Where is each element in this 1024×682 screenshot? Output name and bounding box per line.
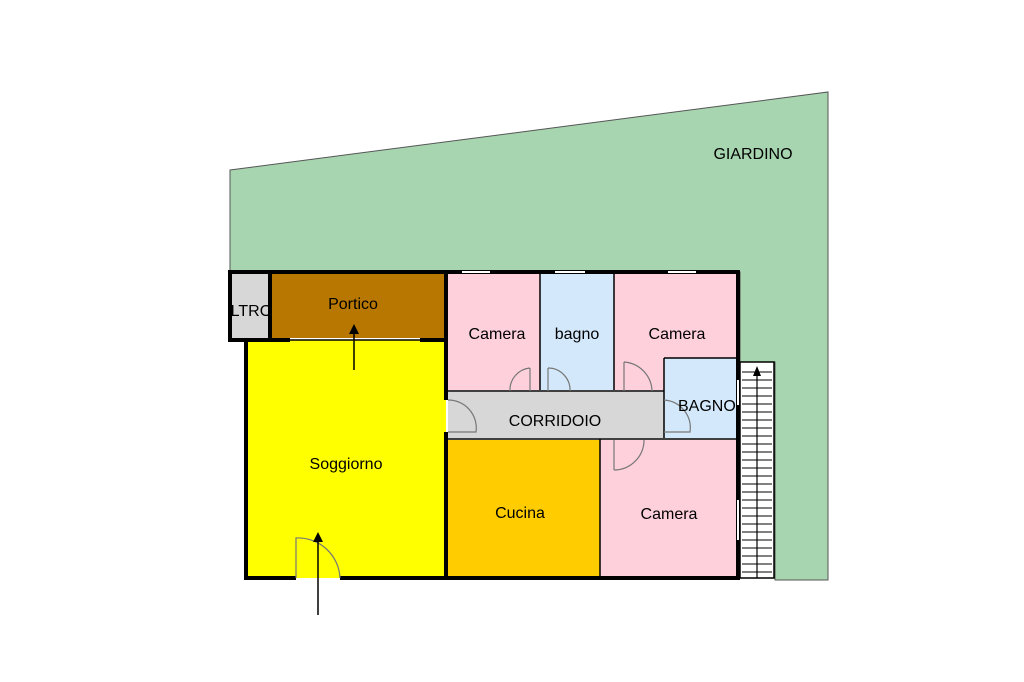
corridoio-area xyxy=(448,392,664,438)
bagno-big-label: BAGNO xyxy=(678,398,736,415)
camera-1-label: Camera xyxy=(469,326,526,343)
windows xyxy=(462,271,739,540)
portico-label: Portico xyxy=(328,296,378,313)
bagno-big-clip: BAGNO xyxy=(678,398,736,415)
camera-2-label: Camera xyxy=(649,326,706,343)
altro-area xyxy=(230,272,270,340)
soggiorno-area xyxy=(246,340,446,578)
entry-arrow-portico xyxy=(349,324,359,370)
corridoio-label: CORRIDOIO xyxy=(509,413,601,430)
altro-label: ALTRO xyxy=(220,303,272,320)
doors xyxy=(295,361,691,579)
soggiorno-label: Soggiorno xyxy=(310,456,383,473)
portico-area xyxy=(270,272,446,338)
bagno-big-area xyxy=(664,358,738,438)
entry-arrow-main xyxy=(313,532,323,615)
camera-3-area xyxy=(600,440,738,578)
bagno-small-label: bagno xyxy=(555,326,600,343)
cucina-label: Cucina xyxy=(495,505,545,522)
staircase xyxy=(739,361,775,579)
bagno-small-area xyxy=(540,272,614,390)
camera-3-label: Camera xyxy=(641,506,698,523)
walls xyxy=(228,270,740,580)
giardino-label: GIARDINO xyxy=(713,146,792,163)
cucina-area xyxy=(446,440,600,578)
altro-clip: ALTRO xyxy=(220,303,272,320)
camera-1-area xyxy=(448,272,540,390)
